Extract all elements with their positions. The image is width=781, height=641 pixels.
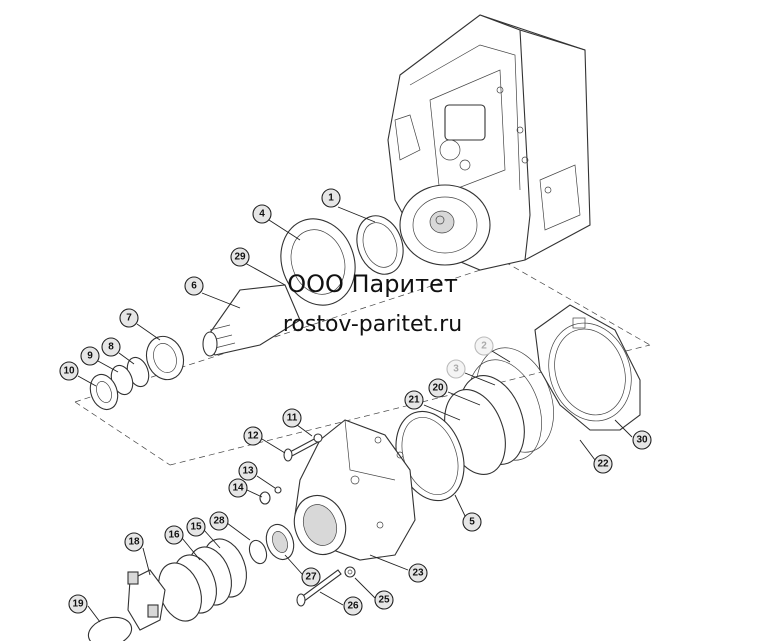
callout-21: 21 (404, 390, 424, 410)
svg-text:12: 12 (247, 431, 259, 442)
svg-text:3: 3 (453, 364, 459, 375)
gearbox-housing (387, 14, 591, 271)
callout-18: 18 (124, 532, 144, 552)
svg-text:8: 8 (108, 342, 114, 353)
svg-text:11: 11 (287, 413, 298, 424)
svg-text:13: 13 (242, 466, 254, 477)
part-18-yoke (127, 569, 166, 631)
svg-text:16: 16 (168, 530, 180, 541)
part-7-clamp (145, 335, 185, 381)
svg-text:14: 14 (232, 483, 244, 494)
svg-text:5: 5 (469, 517, 475, 528)
svg-text:15: 15 (190, 522, 202, 533)
o-rings (395, 347, 554, 502)
callout-10: 10 (59, 361, 79, 381)
part-1-ring (356, 215, 404, 275)
callout-4: 4 (252, 204, 272, 224)
callout-7: 7 (119, 308, 139, 328)
callout-1: 1 (321, 188, 341, 208)
svg-text:7: 7 (126, 313, 132, 324)
callout-11: 11 (282, 408, 302, 428)
callout-3: 3 (446, 359, 466, 379)
callout-9: 9 (80, 346, 100, 366)
callout-2: 2 (474, 336, 494, 356)
part-27-bearing (248, 523, 295, 565)
callout-6: 6 (184, 276, 204, 296)
callout-27: 27 (301, 567, 321, 587)
callout-29: 29 (230, 247, 250, 267)
svg-text:4: 4 (259, 209, 265, 220)
svg-text:2: 2 (481, 341, 487, 352)
svg-text:19: 19 (72, 599, 84, 610)
svg-text:27: 27 (305, 572, 317, 583)
callout-20: 20 (428, 378, 448, 398)
watermark-company-name: ООО Паритет (287, 270, 458, 298)
svg-text:1: 1 (328, 193, 334, 204)
svg-text:22: 22 (597, 459, 609, 470)
parts-8-9-10-rings (89, 356, 150, 411)
svg-text:28: 28 (213, 516, 225, 527)
part-4-seal (280, 218, 356, 306)
callout-19: 19 (68, 594, 88, 614)
svg-text:6: 6 (191, 281, 197, 292)
leader-lines (77, 206, 633, 623)
part-30-gasket (534, 304, 641, 431)
svg-text:30: 30 (636, 435, 648, 446)
callout-28: 28 (209, 511, 229, 531)
svg-text:20: 20 (432, 383, 444, 394)
callout-12: 12 (243, 426, 263, 446)
callout-13: 13 (238, 461, 258, 481)
svg-text:21: 21 (408, 395, 420, 406)
svg-text:9: 9 (87, 351, 93, 362)
callout-5: 5 (462, 512, 482, 532)
svg-text:26: 26 (347, 601, 359, 612)
callout-25: 25 (374, 590, 394, 610)
part-6-shaft (202, 284, 301, 357)
callout-8: 8 (101, 337, 121, 357)
watermark-website: rostov-paritet.ru (282, 312, 463, 337)
svg-text:18: 18 (128, 537, 140, 548)
callout-30: 30 (632, 430, 652, 450)
svg-text:29: 29 (234, 252, 246, 263)
svg-text:23: 23 (412, 568, 424, 579)
callout-23: 23 (408, 563, 428, 583)
parts-15-16-rings (158, 538, 247, 622)
callout-26: 26 (343, 596, 363, 616)
bolts-and-washers (259, 433, 356, 607)
svg-text:10: 10 (63, 366, 75, 377)
svg-text:25: 25 (378, 595, 390, 606)
callout-22: 22 (593, 454, 613, 474)
callout-14: 14 (228, 478, 248, 498)
callout-15: 15 (186, 517, 206, 537)
callout-16: 16 (164, 525, 184, 545)
part-19-flange (87, 616, 133, 641)
part-23-housing (293, 419, 416, 561)
